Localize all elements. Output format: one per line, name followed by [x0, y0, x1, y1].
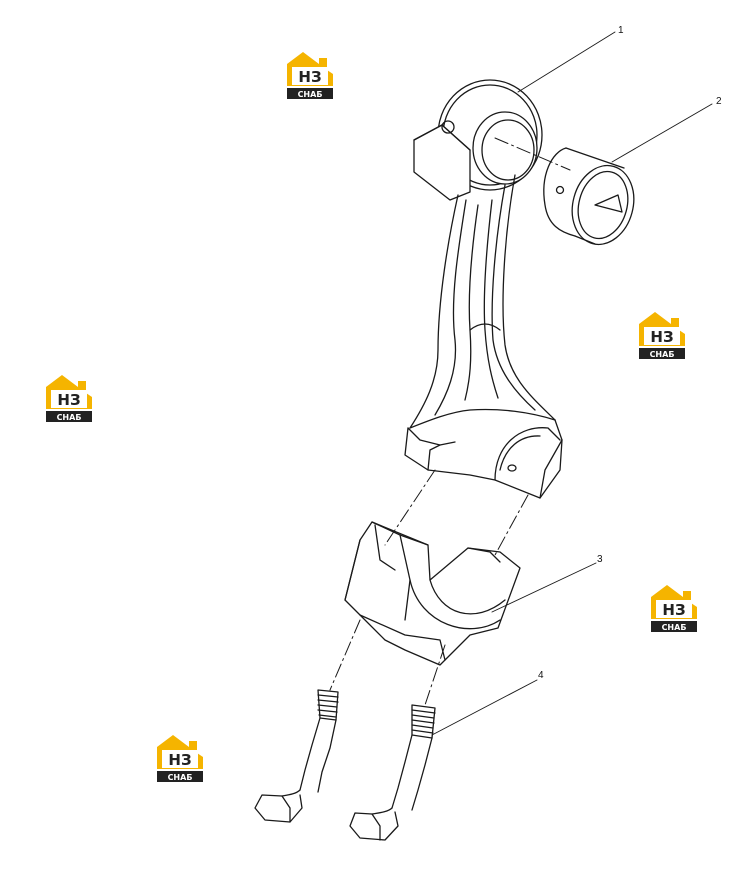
connecting-rod	[404, 79, 563, 499]
bolt-right	[349, 704, 436, 841]
watermark-logo: НЗ СНАБ	[283, 50, 337, 100]
logo-sub-text: СНАБ	[650, 350, 675, 359]
callout-3: 3	[597, 554, 603, 565]
logo-bar	[287, 88, 333, 99]
logo-graphic: НЗ СНАБ	[639, 312, 685, 359]
centerline-right	[494, 494, 529, 556]
logo-bar	[651, 621, 697, 632]
logo-letters: НЗ	[57, 391, 80, 409]
logo-bar	[157, 771, 203, 782]
logo-inner-panel	[51, 390, 87, 408]
callout-1: 1	[618, 25, 624, 36]
centerline-bolt-left	[329, 619, 361, 691]
logo-inner-panel	[292, 67, 328, 85]
logo-sub-text: СНАБ	[298, 90, 323, 99]
leader-1	[517, 31, 616, 93]
watermark-logo: НЗ СНАБ	[42, 373, 96, 423]
logo-sub-text: СНАБ	[168, 773, 193, 782]
logo-letters: НЗ	[662, 601, 685, 619]
centerline-left	[384, 469, 436, 546]
logo-graphic: НЗ СНАБ	[287, 52, 333, 99]
logo-inner-panel	[644, 327, 680, 345]
watermark-logo: НЗ СНАБ	[153, 733, 207, 783]
logo-graphic: НЗ СНАБ	[157, 735, 203, 782]
watermark-logo: НЗ СНАБ	[635, 310, 689, 360]
rod-cap	[344, 521, 521, 666]
bolt-left	[254, 689, 339, 823]
logo-sub-text: СНАБ	[662, 623, 687, 632]
centerline-bushing	[494, 137, 571, 171]
bushing	[543, 147, 635, 248]
callout-2: 2	[716, 96, 722, 107]
callout-4: 4	[538, 670, 544, 681]
logo-sub-text: СНАБ	[57, 413, 82, 422]
watermark-logo: НЗ СНАБ	[647, 583, 701, 633]
logo-inner-panel	[162, 750, 198, 768]
leader-4	[431, 679, 538, 736]
logo-bar	[639, 348, 685, 359]
centerline-bolt-right	[424, 644, 446, 706]
logo-bar	[46, 411, 92, 422]
logo-letters: НЗ	[650, 328, 673, 346]
logo-letters: НЗ	[168, 751, 191, 769]
logo-letters: НЗ	[298, 68, 321, 86]
leader-2	[611, 103, 713, 163]
logo-graphic: НЗ СНАБ	[651, 585, 697, 632]
logo-inner-panel	[656, 600, 692, 618]
leader-3	[491, 562, 597, 613]
logo-graphic: НЗ СНАБ	[46, 375, 92, 422]
